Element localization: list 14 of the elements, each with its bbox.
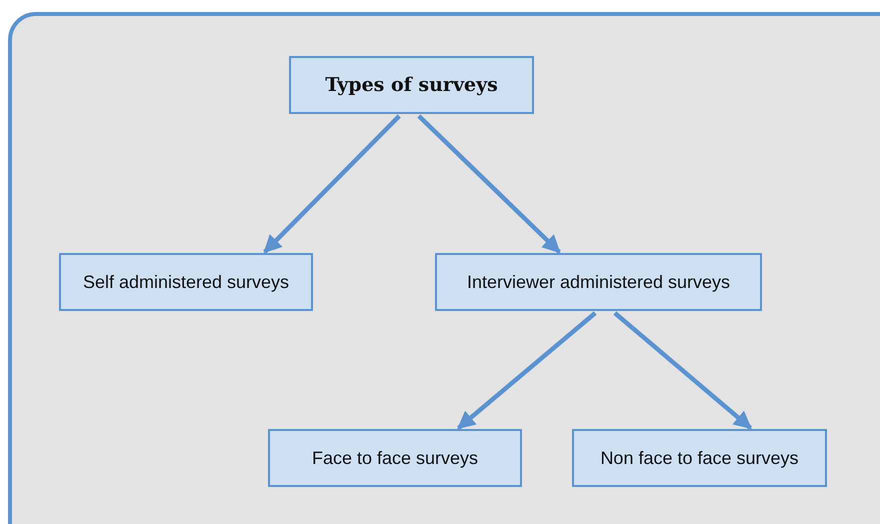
box-label: Non face to face surveys	[600, 448, 799, 468]
arrow	[417, 114, 561, 254]
process-box	[59, 253, 313, 311]
process-box	[435, 253, 762, 311]
arrow	[457, 311, 597, 430]
process-box	[289, 56, 534, 114]
arrow	[613, 311, 752, 430]
process-box	[268, 429, 522, 487]
box-label: Self administered surveys	[82, 272, 290, 292]
box-label: Interviewer administered surveys	[466, 272, 730, 292]
process-box	[572, 429, 827, 487]
arrow	[263, 114, 401, 254]
box-label: Face to face surveys	[312, 448, 478, 468]
box-heading: Types of surveys	[325, 74, 498, 96]
